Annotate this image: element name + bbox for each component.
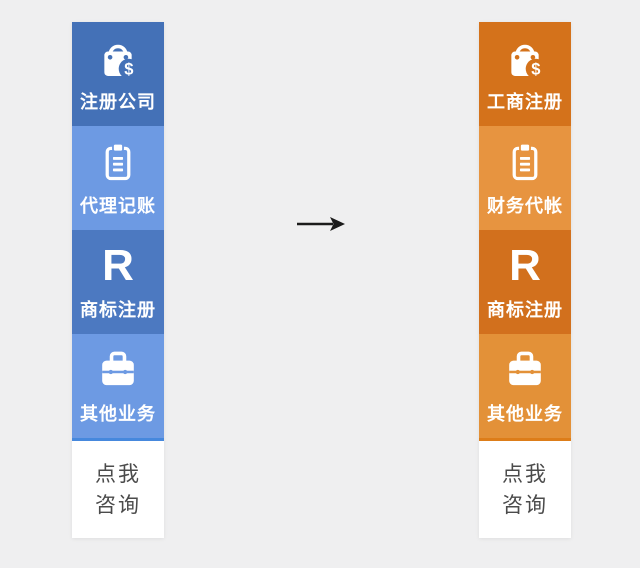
clipboard-icon (93, 139, 143, 185)
menu-item-label: 商标注册 (487, 299, 563, 320)
service-menu-blue: $ 注册公司 代理记账 R 商标注册 (72, 22, 164, 538)
registered-trademark-icon: R (509, 240, 541, 290)
dollar-badge: $ (531, 59, 540, 78)
shopping-bag-dollar-icon: $ (500, 35, 550, 81)
menu-item-company-registration[interactable]: $ 注册公司 (72, 22, 164, 126)
service-menu-orange: $ 工商注册 财务代帐 R 商标注册 (479, 22, 571, 538)
consult-line2: 咨询 (502, 493, 548, 517)
consult-button[interactable]: 点我 咨询 (72, 441, 164, 538)
consult-line2: 咨询 (95, 493, 141, 517)
briefcase-icon (500, 347, 550, 393)
menu-item-bookkeeping[interactable]: 代理记账 (72, 126, 164, 230)
menu-item-financial-accounting[interactable]: 财务代帐 (479, 126, 571, 230)
menu-item-label: 代理记账 (80, 195, 156, 216)
consult-button[interactable]: 点我 咨询 (479, 441, 571, 538)
clipboard-icon (500, 139, 550, 185)
menu-item-label: 商标注册 (80, 299, 156, 320)
menu-item-other-services[interactable]: 其他业务 (479, 334, 571, 438)
menu-item-trademark[interactable]: R 商标注册 (72, 230, 164, 334)
consult-line1: 点我 (95, 462, 141, 486)
right-arrow-icon (295, 214, 347, 234)
registered-trademark-icon: R (102, 240, 134, 290)
menu-item-label: 工商注册 (487, 91, 563, 112)
consult-line1: 点我 (502, 462, 548, 486)
menu-item-label: 其他业务 (487, 403, 563, 424)
shopping-bag-dollar-icon: $ (93, 35, 143, 81)
menu-divider (72, 438, 164, 441)
menu-item-trademark[interactable]: R 商标注册 (479, 230, 571, 334)
menu-item-other-services[interactable]: 其他业务 (72, 334, 164, 438)
menu-item-business-registration[interactable]: $ 工商注册 (479, 22, 571, 126)
dollar-badge: $ (124, 59, 133, 78)
menu-item-label: 其他业务 (80, 403, 156, 424)
menu-item-label: 财务代帐 (487, 195, 563, 216)
briefcase-icon (93, 347, 143, 393)
menu-item-label: 注册公司 (80, 91, 156, 112)
menu-divider (479, 438, 571, 441)
